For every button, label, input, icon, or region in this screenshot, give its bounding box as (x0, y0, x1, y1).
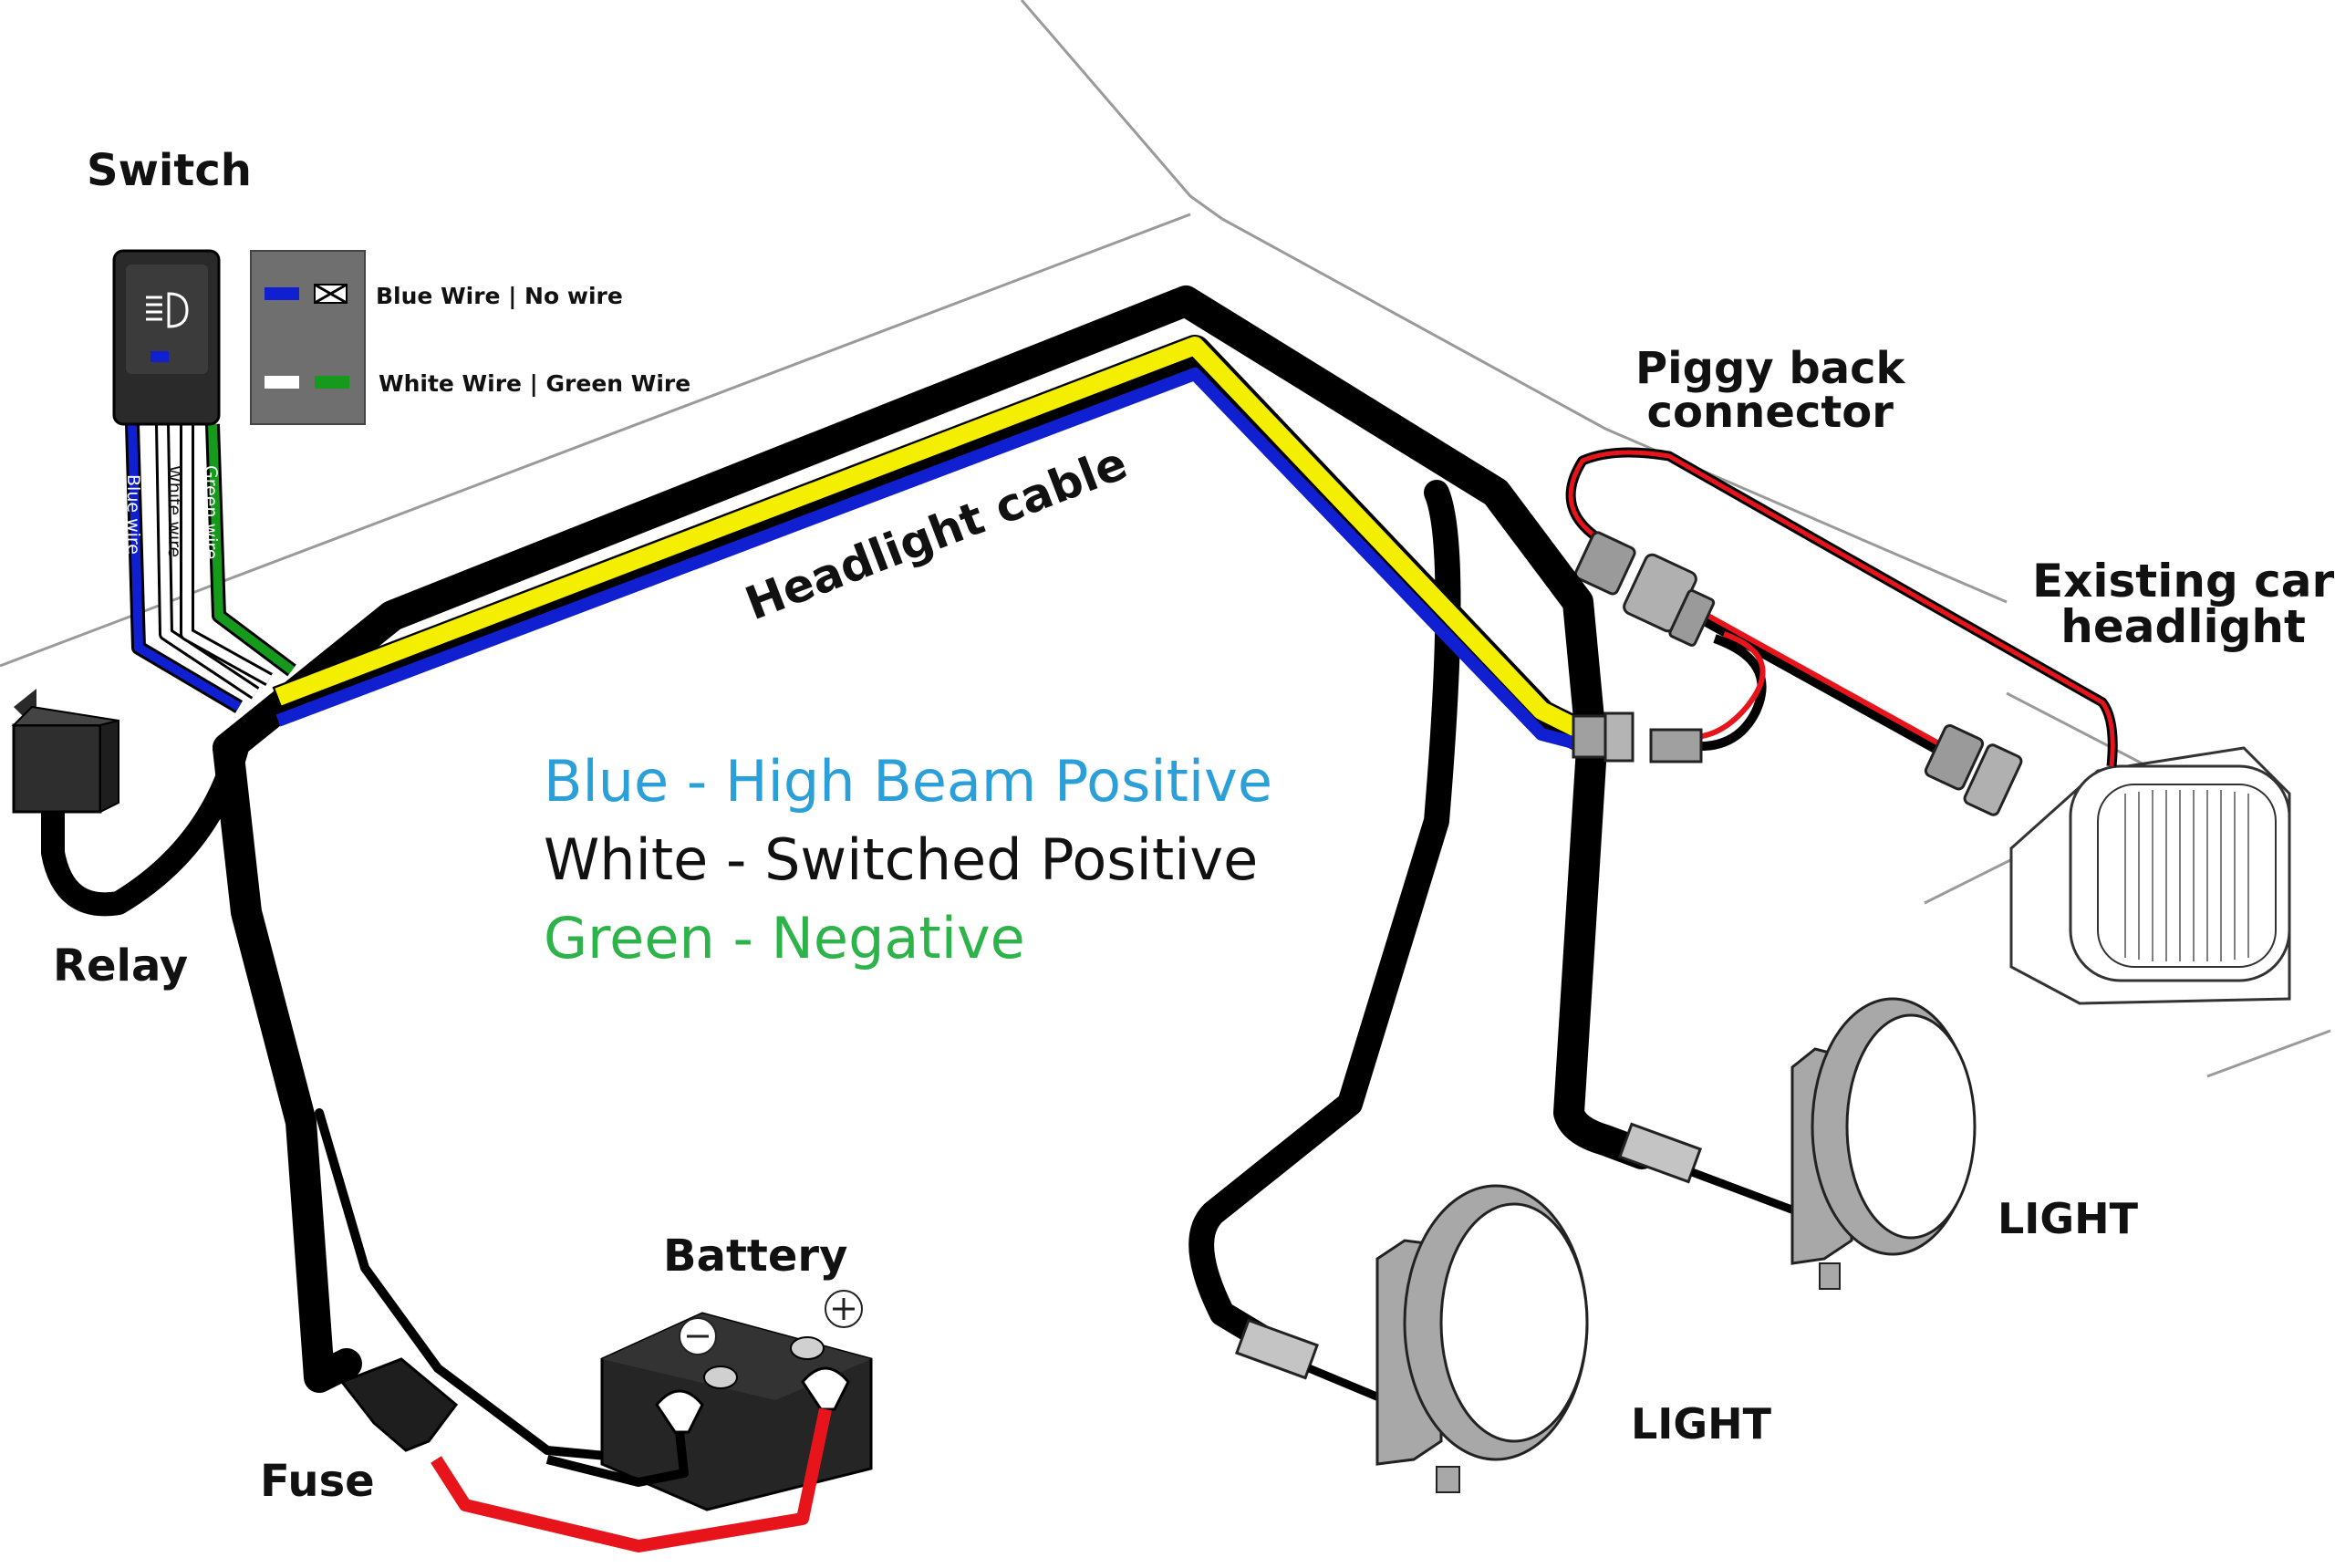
existing-headlight-label: Existing car headlight (2032, 558, 2334, 649)
legend-white: White - Switched Positive (544, 826, 1259, 893)
light-connector-left (1234, 1318, 1320, 1380)
existing-headlight-label-line1: Existing car (2032, 555, 2335, 607)
light-wire-right (1690, 1168, 1803, 1218)
headlight-cable-colors (272, 335, 1595, 754)
fuse (339, 1357, 459, 1452)
relay (11, 689, 119, 814)
headlight-icon (146, 292, 189, 328)
switch-wires (125, 423, 296, 713)
piggy-back-connector-bottom (1924, 723, 2023, 816)
piggy-back-connector-top (1573, 531, 1716, 647)
legend-green: Green - Negative (544, 905, 1025, 971)
battery (600, 1290, 873, 1511)
battery-label: Battery (663, 1231, 848, 1282)
cable-connector-right (1572, 711, 1703, 763)
battery-terminal (703, 1366, 738, 1389)
switch-wire-blue-label: Blue wire (123, 474, 143, 555)
existing-headlight-label-line2: headlight (2060, 600, 2306, 653)
light-right (1790, 997, 1977, 1290)
battery-cables (431, 1407, 832, 1552)
switch-wire-white-label: White wire (164, 465, 184, 557)
piggy-back-label-line1: Piggy back (1635, 343, 1905, 394)
switch-top-note: Blue Wire | No wire (376, 283, 623, 309)
switch-bottom-note: White Wire | Green Wire (379, 370, 691, 397)
legend-blue: Blue - High Beam Positive (544, 748, 1272, 815)
no-wire-icon (314, 283, 348, 305)
light-right-label: LIGHT (1998, 1194, 2139, 1243)
fuse-label: Fuse (260, 1456, 375, 1507)
light-left-label: LIGHT (1631, 1399, 1772, 1449)
main-harness (41, 286, 1657, 1469)
battery-terminal (790, 1336, 825, 1360)
relay-label: Relay (53, 940, 189, 992)
piggy-back-wires (1565, 447, 2118, 767)
piggy-back-label: Piggy back connector (1635, 347, 1904, 434)
switch-pin-panel (250, 250, 366, 425)
rocker-switch (112, 249, 221, 426)
car-body-outline (0, 0, 2331, 1078)
switch-label: Switch (87, 145, 252, 196)
piggy-back-label-line2: connector (1646, 387, 1894, 438)
existing-car-headlight (2009, 746, 2291, 1005)
light-connector-right (1617, 1122, 1703, 1184)
switch-wire-green-label: Green wire (201, 465, 221, 559)
light-left (1375, 1184, 1589, 1493)
